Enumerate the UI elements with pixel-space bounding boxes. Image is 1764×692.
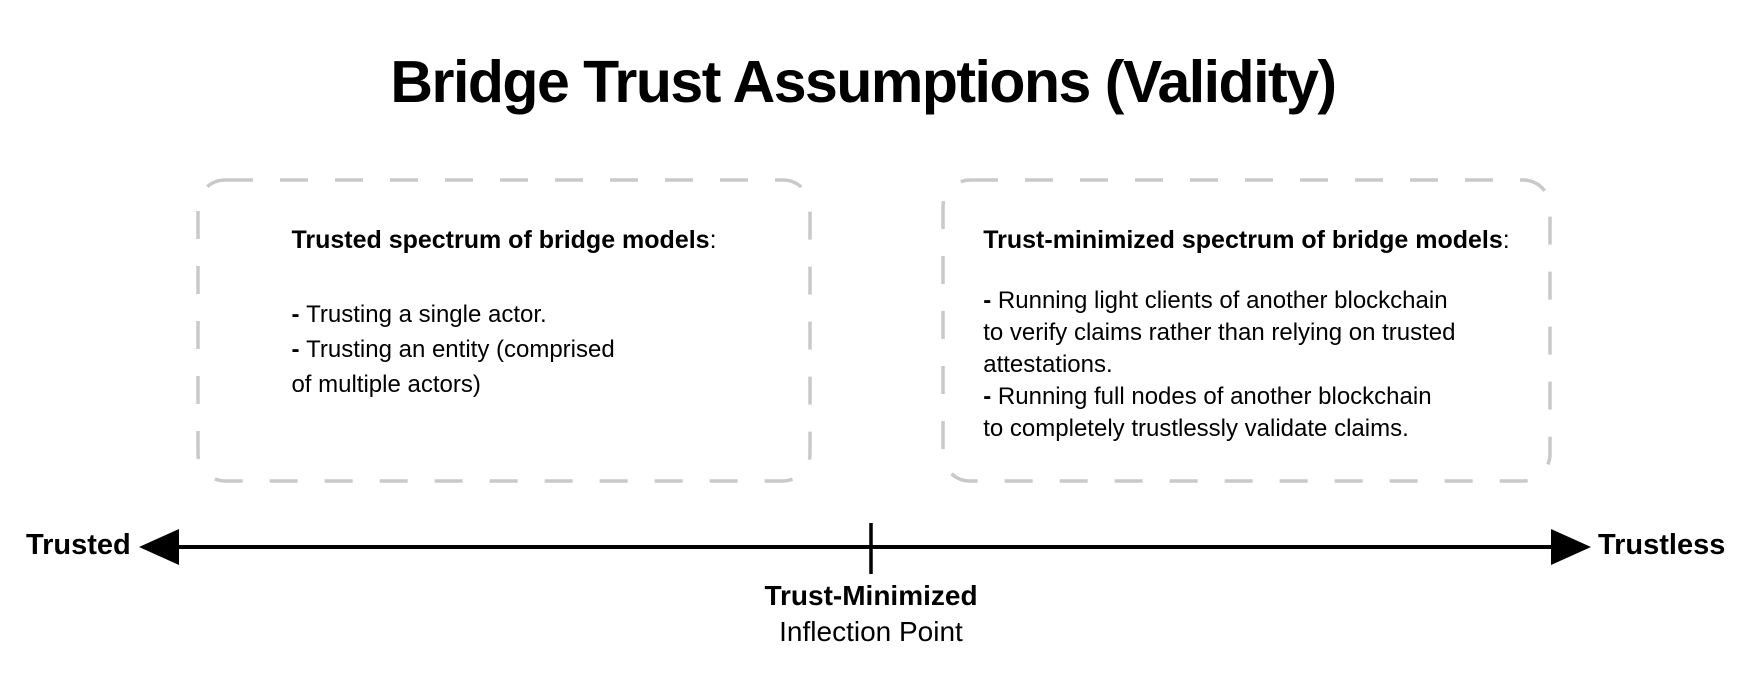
midpoint-label-bold: Trust-Minimized — [764, 580, 978, 611]
trusted-box-heading-text: Trusted spectrum of bridge models — [291, 226, 710, 254]
page-title: Bridge Trust Assumptions (Validity) — [390, 49, 1337, 115]
bullet-line: - Running full nodes of another blockcha… — [983, 383, 1432, 410]
midpoint-label-regular: Inflection Point — [779, 616, 963, 647]
bullet-line: attestations. — [983, 351, 1113, 378]
right-arrowhead-icon — [1551, 529, 1591, 565]
bullet-dash: - — [291, 336, 307, 363]
bullet-line: to completely trustlessly validate claim… — [983, 415, 1409, 442]
dashed-border-icon — [941, 178, 1552, 483]
trust-minimized-box-heading-text: Trust-minimized spectrum of bridge model… — [983, 226, 1503, 254]
bullet-line: - Trusting a single actor. — [291, 301, 547, 328]
axis-label-trusted: Trusted — [26, 529, 131, 561]
dashed-border-icon — [196, 178, 812, 483]
bullet-line: of multiple actors) — [291, 371, 481, 398]
trust-minimized-box-bullets: - Running light clients of another block… — [983, 285, 1509, 445]
trusted-box-bullets: - Trusting a single actor. - Trusting an … — [291, 297, 716, 402]
trust-minimized-box-heading-colon: : — [1502, 226, 1510, 254]
trust-minimized-box-content: Trust-minimized spectrum of bridge model… — [983, 178, 1509, 445]
axis-label-trustless: Trustless — [1598, 529, 1726, 561]
trust-minimized-box-heading: Trust-minimized spectrum of bridge model… — [983, 225, 1509, 255]
left-arrowhead-icon — [139, 529, 179, 565]
trusted-box-content: Trusted spectrum of bridge models: - Tru… — [291, 178, 716, 402]
bullet-dash: - — [983, 383, 998, 410]
bullet-line: - Running light clients of another block… — [983, 287, 1448, 314]
trusted-box-heading-colon: : — [709, 226, 717, 254]
bullet-line: - Trusting an entity (comprised — [291, 336, 615, 363]
trust-minimized-spectrum-box: Trust-minimized spectrum of bridge model… — [941, 178, 1552, 483]
trusted-spectrum-box: Trusted spectrum of bridge models: - Tru… — [196, 178, 812, 483]
trusted-box-heading: Trusted spectrum of bridge models: — [291, 225, 716, 255]
bullet-line: to verify claims rather than relying on … — [983, 319, 1456, 346]
bullet-dash: - — [291, 301, 307, 328]
bullet-dash: - — [983, 287, 998, 314]
